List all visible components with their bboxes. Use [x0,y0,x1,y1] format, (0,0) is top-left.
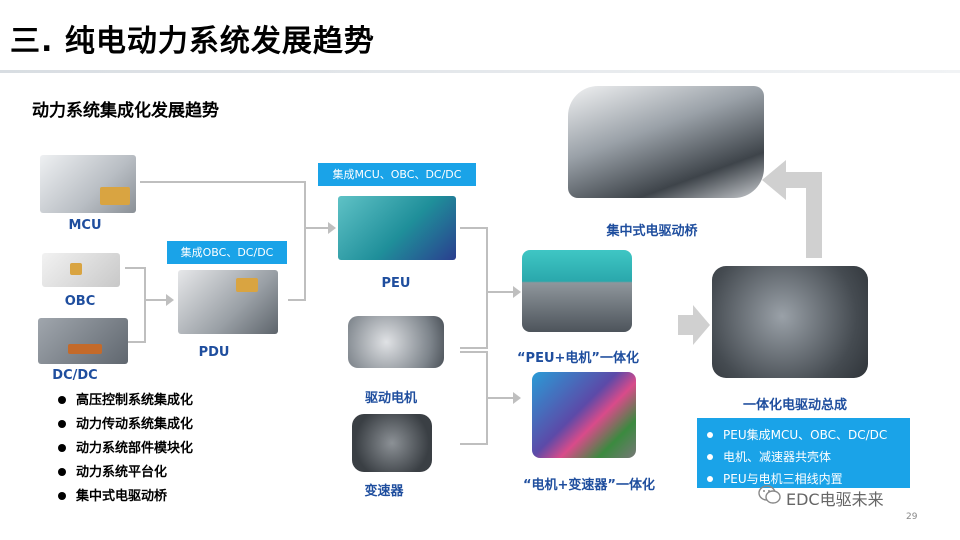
label-central-axle: 集中式电驱动桥 [606,224,698,239]
central-axle-image [568,86,764,198]
pdu-image [178,270,278,334]
integrated-assembly-image [712,266,868,378]
peu-motor-image [522,250,632,332]
label-pdu: PDU [198,345,230,360]
bullet-icon [58,419,66,428]
summary-item: PEU与电机三相线内置 [707,468,910,490]
label-integrated-assembly: 一体化电驱动总成 [742,398,847,413]
label-motor-reducer: “电机+变速器”一体化 [523,478,655,493]
reducer-image [352,414,432,472]
trend-item: 高压控制系统集成化 [58,389,193,413]
label-motor: 驱动电机 [364,391,417,406]
trend-list: 高压控制系统集成化 动力传动系统集成化 动力系统部件模块化 动力系统平台化 集中… [58,389,193,509]
bullet-icon [58,467,66,476]
label-reducer: 变速器 [364,484,404,499]
title-divider [0,70,960,73]
label-peu: PEU [381,276,411,291]
callout-peu-integration: 集成MCU、OBC、DC/DC [318,163,476,186]
label-dcdc: DC/DC [52,368,98,383]
trend-item: 动力系统部件模块化 [58,437,193,461]
pdu-connector [236,278,258,292]
bullet-icon [58,443,66,452]
label-peu-motor: “PEU+电机”一体化 [517,351,639,366]
trend-item: 集中式电驱动桥 [58,485,193,509]
peu-image [338,196,456,260]
obc-image [42,253,120,287]
obc-port [70,263,82,275]
wechat-icon [758,485,781,504]
slide-title: 三. 纯电动力系统发展趋势 [10,24,375,59]
dcdc-image [38,318,128,364]
dcdc-ports [68,344,102,354]
summary-item: 电机、减速器共壳体 [707,446,910,468]
trend-item: 动力系统平台化 [58,461,193,485]
summary-box: PEU集成MCU、OBC、DC/DC 电机、减速器共壳体 PEU与电机三相线内置 [697,418,910,488]
watermark-text: EDC电驱未来 [786,490,884,509]
label-mcu: MCU [68,218,102,233]
section-subtitle: 动力系统集成化发展趋势 [32,101,219,121]
bullet-icon [707,453,713,460]
bullet-icon [707,431,713,438]
trend-item: 动力传动系统集成化 [58,413,193,437]
mcu-image [40,155,136,213]
bullet-icon [707,475,713,482]
label-obc: OBC [64,294,96,309]
callout-pdu-integration: 集成OBC、DC/DC [167,241,287,264]
page-number: 29 [906,512,918,522]
motor-image [348,316,444,368]
mcu-connector [100,187,130,205]
bullet-icon [58,491,66,500]
motor-reducer-image [532,372,636,458]
bullet-icon [58,395,66,404]
summary-item: PEU集成MCU、OBC、DC/DC [707,424,910,446]
